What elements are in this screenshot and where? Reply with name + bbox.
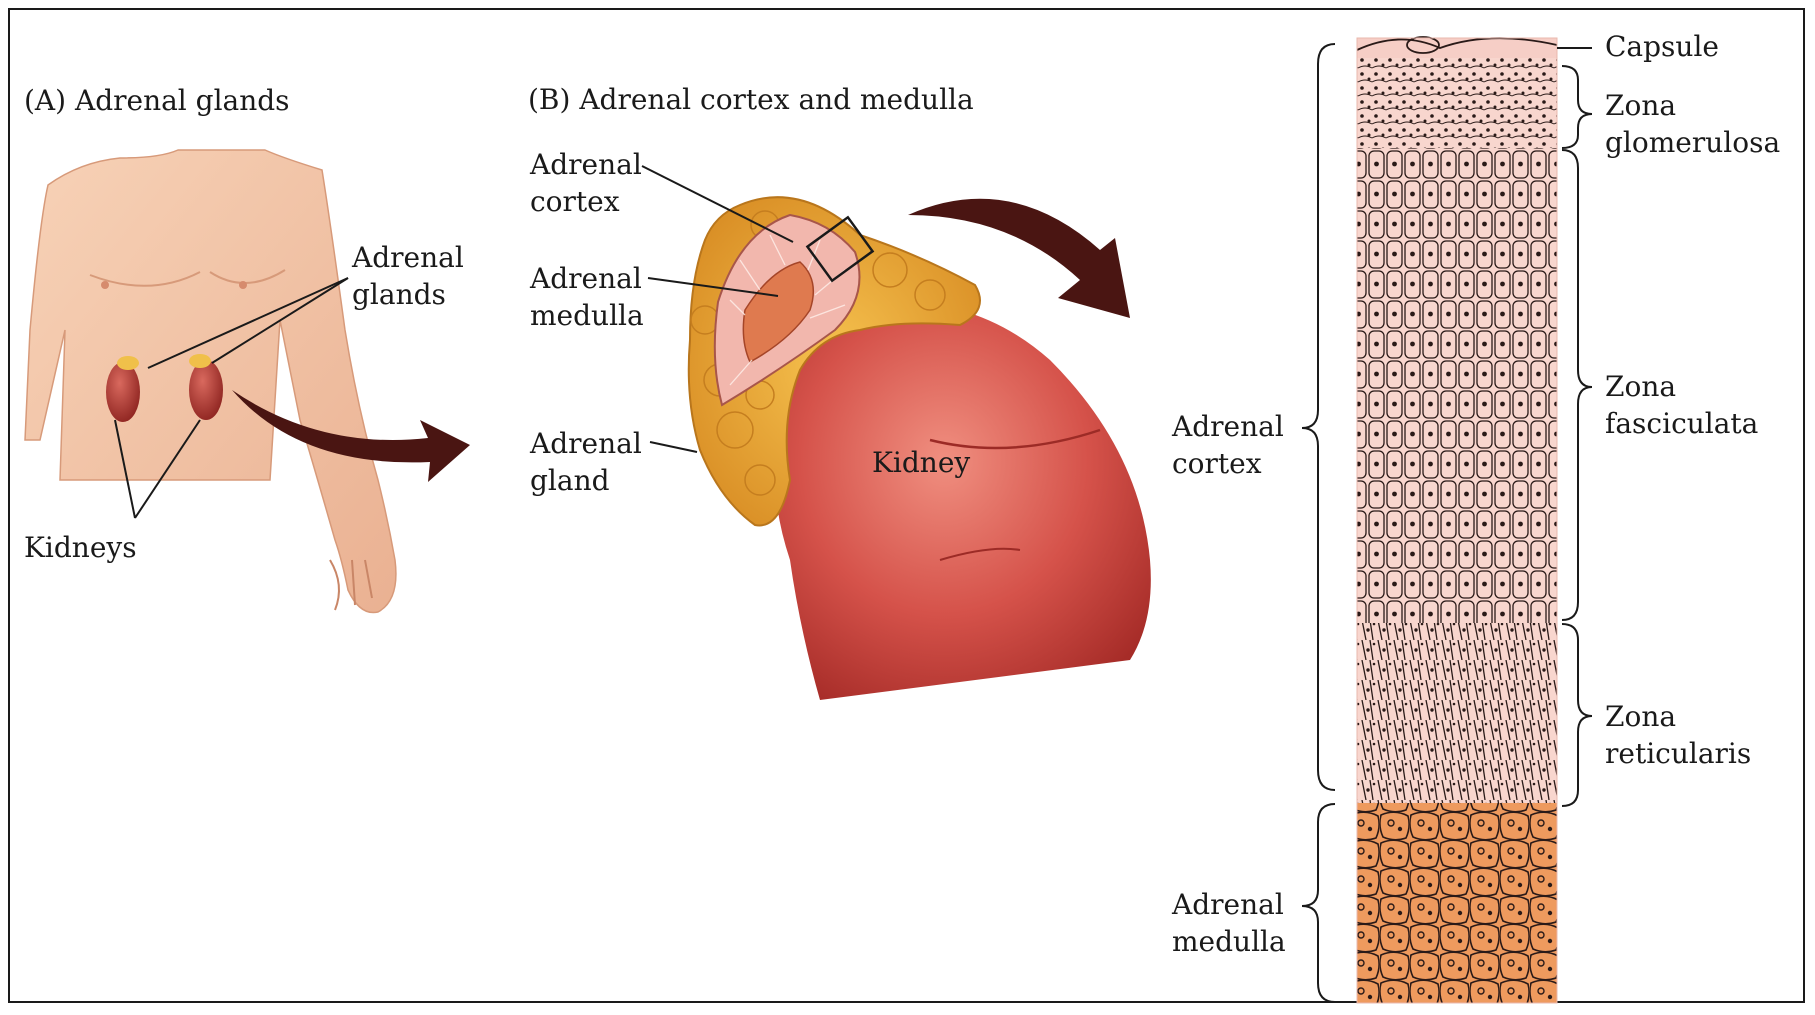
histology-column: [1356, 36, 1558, 1004]
label-zona-reticularis-line1: Zona: [1605, 700, 1677, 733]
adrenal-gland-illustration: [687, 196, 981, 527]
arrow-b-to-c: [908, 198, 1130, 318]
label-adrenal-gland-b-line2: gland: [530, 464, 610, 497]
leader-lines-a: [114, 277, 349, 519]
label-zona-glomerulosa-line1: Zona: [1605, 89, 1677, 122]
arrow-a-to-b: [232, 390, 470, 482]
label-adrenal-cortex-b-line2: cortex: [530, 185, 620, 218]
panel-b-title: (B) Adrenal cortex and medulla: [528, 83, 974, 116]
label-adrenal-medulla-c-line2: medulla: [1172, 925, 1286, 958]
label-adrenal-glands-line1: Adrenal: [352, 241, 464, 274]
label-zona-fasciculata-line1: Zona: [1605, 370, 1677, 403]
small-kidney-left: [106, 356, 140, 422]
small-kidney-right: [189, 354, 223, 420]
label-capsule: Capsule: [1605, 30, 1719, 63]
label-adrenal-cortex-b-line1: Adrenal: [530, 148, 642, 181]
label-kidney: Kidney: [872, 446, 971, 479]
leader-lines-b: [641, 165, 794, 453]
label-zona-fasciculata-line2: fasciculata: [1605, 407, 1759, 440]
label-adrenal-cortex-c-line1: Adrenal: [1172, 410, 1284, 443]
label-adrenal-gland-b-line1: Adrenal: [530, 427, 642, 460]
braces-and-leaders-c: [1301, 43, 1593, 1003]
label-adrenal-glands-line2: glands: [352, 278, 446, 311]
label-adrenal-medulla-c-line1: Adrenal: [1172, 888, 1284, 921]
kidney-illustration: [775, 301, 1151, 700]
label-zona-glomerulosa-line2: glomerulosa: [1605, 126, 1781, 159]
label-adrenal-medulla-b-line1: Adrenal: [530, 262, 642, 295]
label-adrenal-medulla-b-line2: medulla: [530, 299, 644, 332]
label-adrenal-cortex-c-line2: cortex: [1172, 447, 1262, 480]
label-zona-reticularis-line2: reticularis: [1605, 737, 1752, 770]
label-kidneys: Kidneys: [24, 531, 137, 564]
panel-a-title: (A) Adrenal glands: [24, 84, 290, 117]
